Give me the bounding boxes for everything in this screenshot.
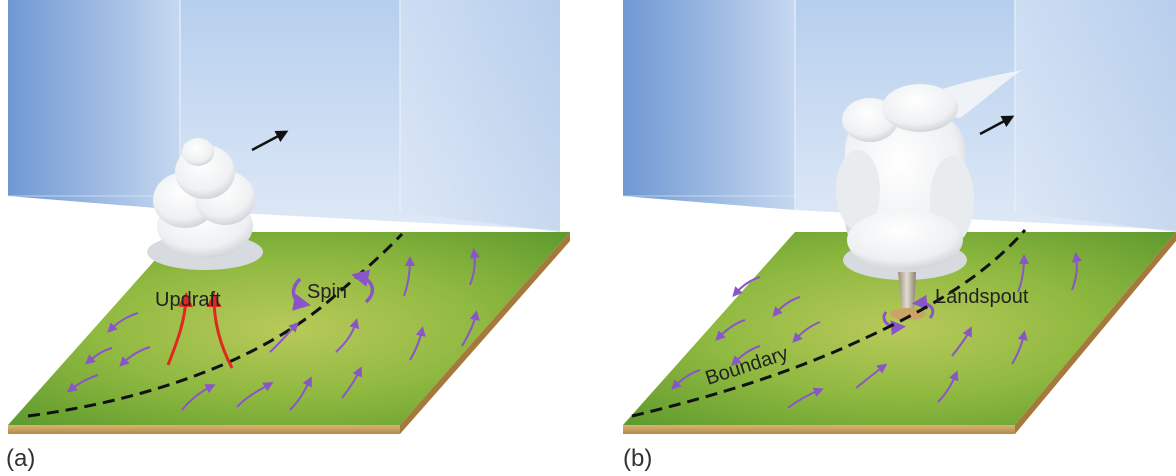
- sky-left-face: [623, 0, 795, 210]
- wind-arrow-icon: [403, 256, 415, 297]
- soil-front: [8, 425, 400, 434]
- updraft-label: Updraft: [155, 289, 221, 311]
- wind-arrow-icon: [181, 384, 216, 411]
- cloud-icon: [836, 70, 1022, 280]
- wind-arrow-icon: [236, 381, 274, 408]
- soil-front: [623, 425, 1015, 434]
- wind-arrow-icon: [792, 321, 821, 344]
- wind-arrow-icon: [671, 369, 701, 390]
- wind-arrow-icon: [951, 326, 972, 357]
- wind-arrow-icon: [715, 319, 746, 341]
- wind-arrow-icon: [341, 366, 362, 399]
- updraft-arrow-icon: [166, 292, 194, 366]
- wind-arrow-icon: [289, 376, 312, 411]
- wind-arrow-icon: [469, 248, 480, 286]
- spin-label: Spin: [307, 281, 347, 303]
- motion-arrow-icon: [251, 130, 289, 152]
- wind-arrows: [66, 248, 480, 411]
- motion-arrow-icon: [979, 115, 1015, 136]
- panel-b: Landspout Boundary (b): [623, 0, 1176, 472]
- wind-arrow-icon: [1011, 330, 1028, 365]
- landspout-label: Landspout: [935, 286, 1029, 308]
- wind-arrow-icon: [855, 363, 888, 389]
- soil-side: [400, 232, 570, 434]
- wind-arrow-icon: [66, 374, 99, 393]
- boundary-line: [27, 232, 404, 418]
- wind-arrow-icon: [731, 345, 761, 366]
- soil-side: [1015, 232, 1176, 434]
- wind-arrow-icon: [732, 276, 761, 298]
- wind-arrow-icon: [409, 326, 426, 361]
- wind-arrow-icon: [269, 322, 299, 353]
- wind-arrow-icon: [772, 296, 801, 318]
- cloud-icon: [147, 138, 263, 270]
- spin-arrow-icon: [291, 269, 375, 311]
- panel-a: Updraft Spin (a): [6, 0, 570, 472]
- sky-right-face: [400, 0, 560, 232]
- wind-arrow-icon: [84, 347, 113, 365]
- wind-arrow-icon: [937, 370, 959, 403]
- wind-arrow-icon: [461, 310, 480, 347]
- wind-arrows: [671, 252, 1082, 409]
- panel-b-label: (b): [623, 445, 652, 472]
- wind-arrow-icon: [107, 312, 139, 333]
- wind-arrow-icon: [335, 318, 360, 353]
- wind-arrow-icon: [1017, 254, 1029, 293]
- sky-left-face: [8, 0, 180, 210]
- boundary-line: [631, 229, 1027, 418]
- wind-arrow-icon: [1071, 252, 1082, 291]
- sky-right-face: [1015, 0, 1176, 232]
- landspout-funnel-icon: [882, 272, 935, 336]
- wind-arrow-icon: [119, 346, 151, 367]
- panel-a-label: (a): [6, 445, 35, 472]
- updraft-arrow-icon: [206, 292, 234, 369]
- wind-arrow-icon: [787, 387, 824, 409]
